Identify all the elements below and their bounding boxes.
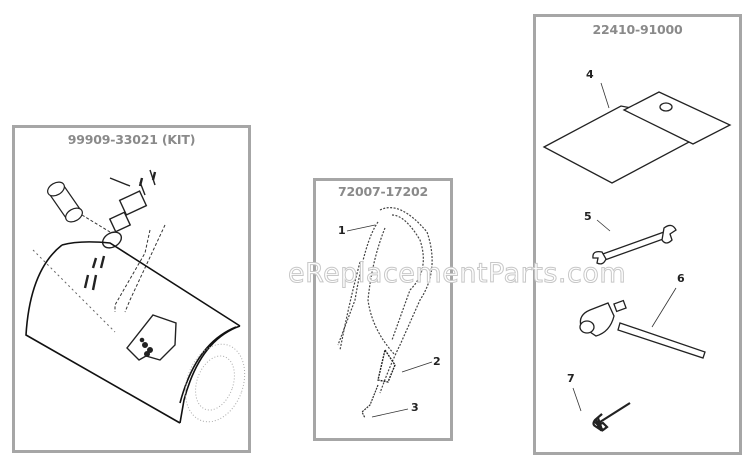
callout-7: 7	[567, 372, 575, 385]
panel-kit-title: 99909-33021 (KIT)	[67, 132, 196, 147]
callout-3: 3	[411, 401, 419, 414]
callout-5: 5	[584, 210, 592, 223]
panel-harness-title: 72007-17202	[338, 184, 428, 199]
callout-2: 2	[433, 355, 441, 368]
panel-tools: 22410-91000	[533, 14, 742, 455]
panel-tools-title: 22410-91000	[592, 22, 683, 37]
hook-icon	[361, 384, 379, 419]
socket-wrench-icon	[579, 299, 706, 359]
callout-1: 1	[338, 224, 346, 237]
callout-4: 4	[586, 68, 594, 81]
shoulder-strap-icon	[337, 207, 433, 394]
tool-bag-icon	[542, 91, 732, 184]
panel-kit: 99909-33021 (KIT)	[12, 125, 251, 453]
hex-key-icon	[592, 402, 631, 432]
cylinder-part-icon	[47, 181, 83, 223]
buckle-icon	[377, 348, 396, 383]
open-end-wrench-icon	[592, 224, 677, 265]
tine-wheel-icon	[184, 343, 246, 423]
rotor-cover-icon	[25, 241, 241, 424]
panel-harness: 72007-17202	[313, 178, 453, 441]
callout-6: 6	[677, 272, 685, 285]
decal-icon	[126, 314, 177, 361]
